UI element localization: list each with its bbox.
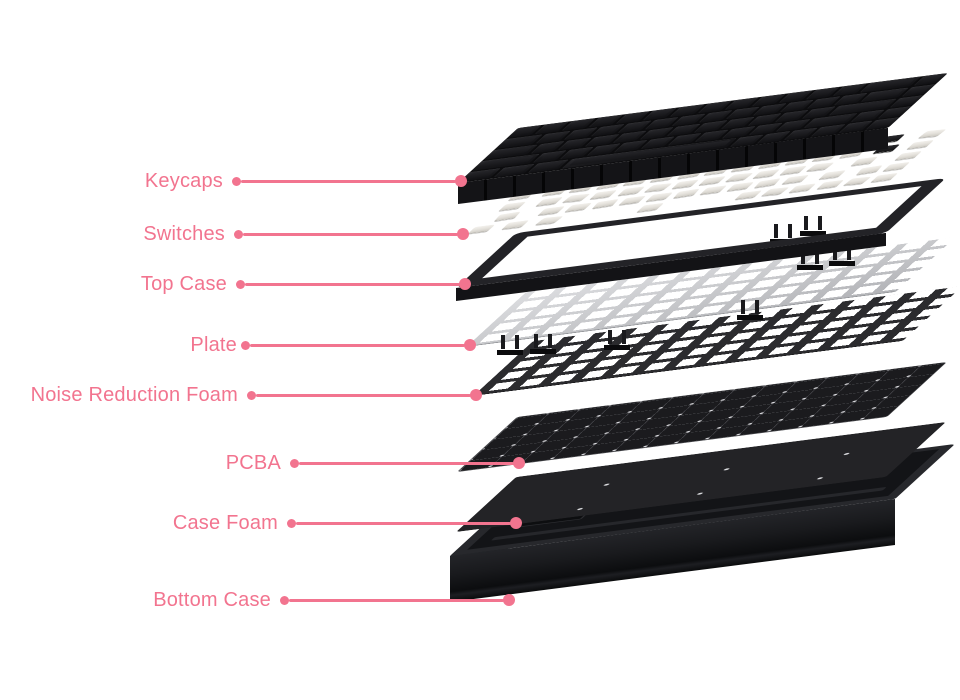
- callout-label: Switches: [143, 222, 225, 245]
- callout-pcba: PCBA: [226, 451, 525, 475]
- stabilizer-stem: [604, 330, 630, 350]
- callout-dot-end: [470, 389, 482, 401]
- callout-top-case: Top Case: [141, 272, 471, 296]
- stabilizer-stem: [737, 300, 763, 320]
- callout-case-foam: Case Foam: [173, 511, 522, 535]
- callout-dot-end: [510, 517, 522, 529]
- stabilizer-stem: [770, 224, 796, 244]
- callout-plate: Plate: [190, 333, 476, 357]
- callout-dot-start: [236, 279, 245, 289]
- callout-line: [299, 461, 514, 465]
- callout-dot-start: [287, 518, 296, 528]
- switch: [502, 219, 530, 230]
- callout-bottom-case: Bottom Case: [153, 588, 515, 612]
- callout-noise-reduction-foam: Noise Reduction Foam: [31, 383, 482, 407]
- callout-dot-start: [280, 595, 289, 605]
- callout-keycaps: Keycaps: [145, 169, 467, 193]
- switch: [637, 202, 665, 213]
- callout-dot-start: [241, 340, 250, 350]
- stabilizer-stem: [800, 216, 826, 236]
- callout-dot-end: [513, 457, 525, 469]
- callout-dot-end: [455, 175, 467, 187]
- callout-label: Noise Reduction Foam: [30, 383, 238, 406]
- callout-line: [243, 232, 458, 236]
- callout-dot-start: [290, 458, 299, 468]
- callout-line: [241, 179, 456, 183]
- callout-dot-end: [464, 339, 476, 351]
- callout-line: [245, 282, 460, 286]
- stabilizer-stem: [530, 334, 556, 354]
- callout-label: Bottom Case: [153, 588, 271, 611]
- callout-label: Top Case: [140, 272, 227, 295]
- switch: [535, 215, 564, 225]
- callout-line: [296, 521, 511, 525]
- callout-line: [250, 343, 465, 347]
- callout-dot-start: [247, 390, 256, 400]
- callout-dot-end: [457, 228, 469, 240]
- callout-switches: Switches: [143, 222, 469, 246]
- callout-label: Plate: [190, 333, 237, 356]
- callout-label: Keycaps: [144, 169, 223, 192]
- callout-line: [256, 393, 471, 397]
- callout-label: Case Foam: [172, 511, 278, 534]
- callout-line: [289, 598, 504, 602]
- callout-dot-end: [459, 278, 471, 290]
- stabilizer-stem: [497, 335, 523, 355]
- callout-label: PCBA: [225, 451, 281, 474]
- switch: [468, 224, 496, 234]
- callout-dot-start: [232, 176, 241, 186]
- callout-dot-end: [503, 594, 515, 606]
- callout-dot-start: [234, 229, 243, 239]
